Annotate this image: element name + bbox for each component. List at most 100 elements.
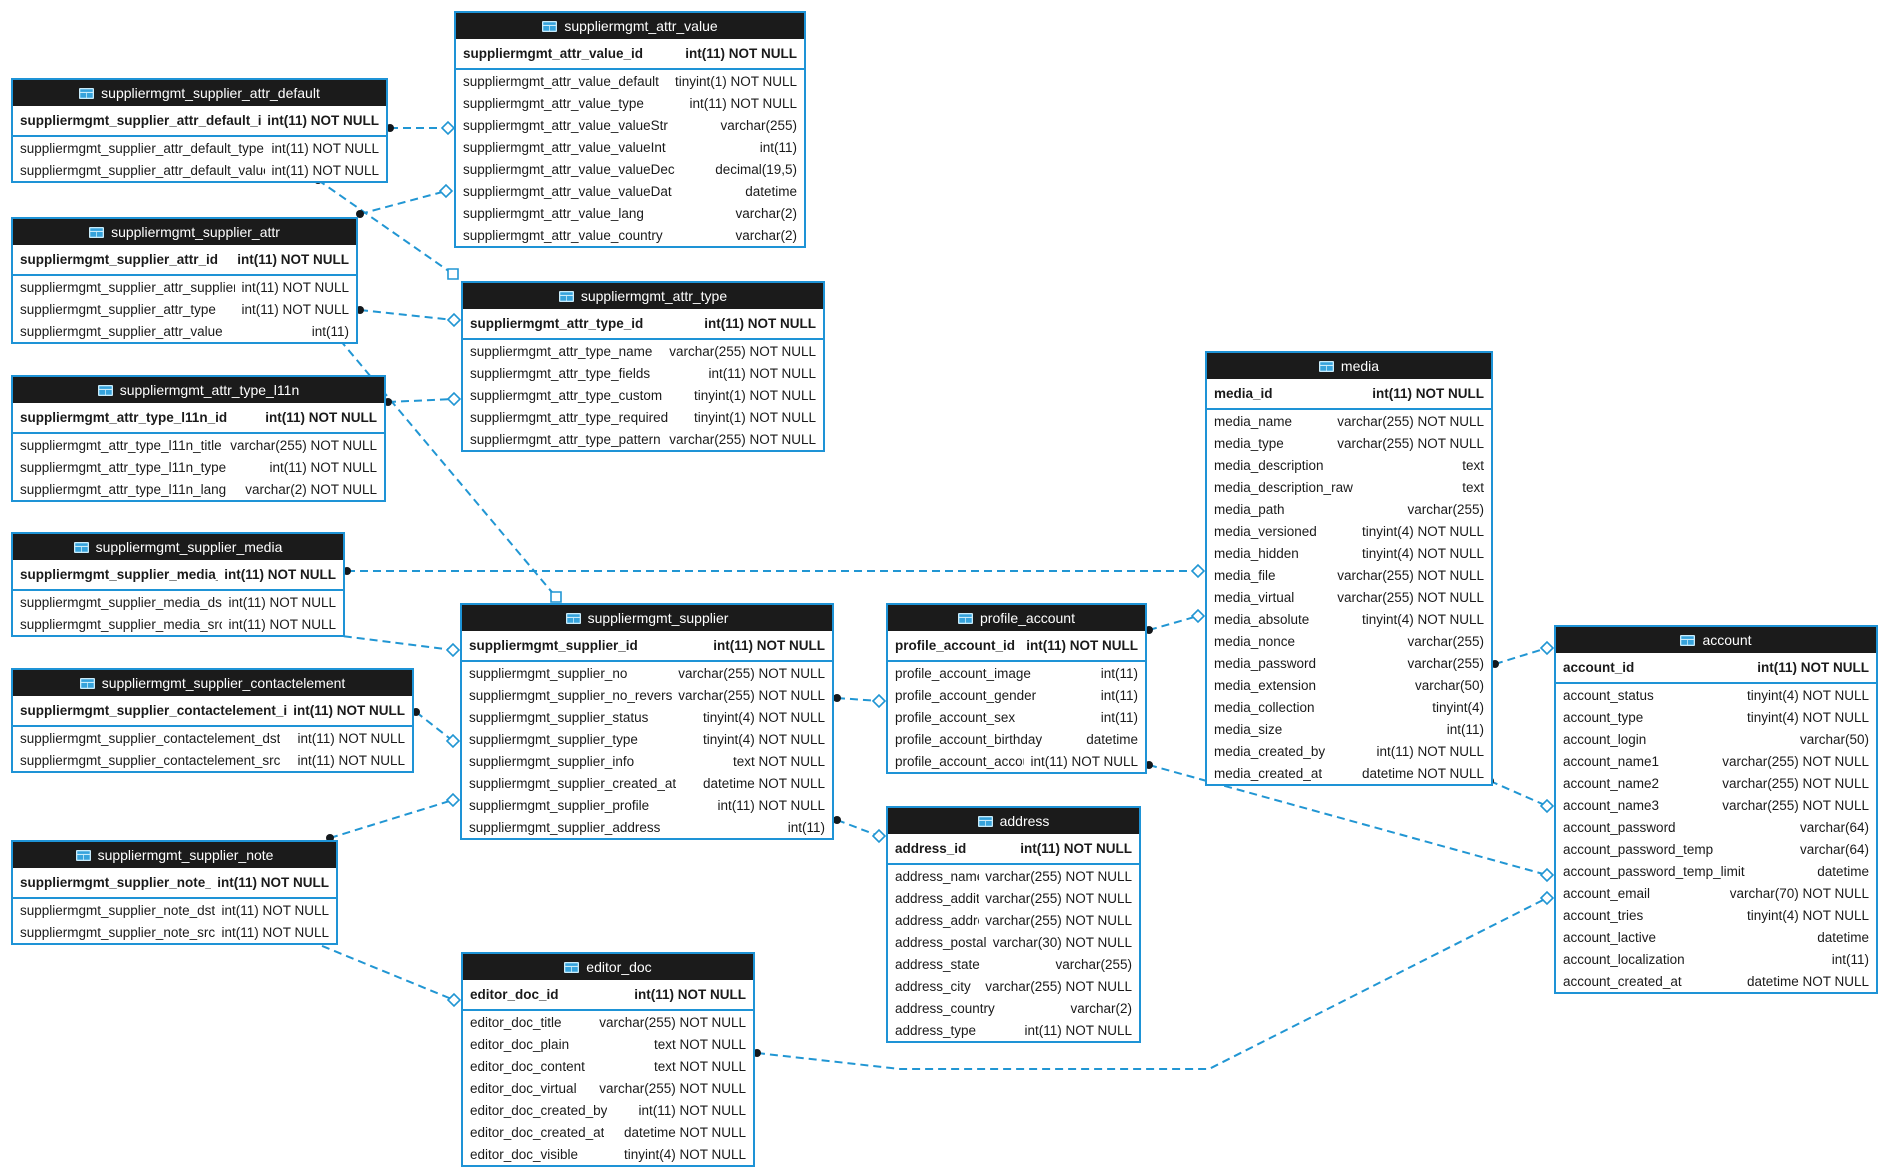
relationship-suppliermgmt_supplier_media-to-suppliermgmt_supplier[interactable] (317, 632, 454, 651)
table-header[interactable]: suppliermgmt_supplier_attr (13, 219, 356, 245)
relationship-suppliermgmt_supplier_note-to-suppliermgmt_supplier[interactable] (329, 799, 454, 839)
relationship-suppliermgmt_attr_type_l11n-to-suppliermgmt_attr_type[interactable] (387, 398, 455, 403)
table-header[interactable]: suppliermgmt_supplier (462, 605, 832, 631)
relationship-editor_doc-to-account[interactable] (756, 897, 1548, 1070)
table-header[interactable]: suppliermgmt_supplier_contactelement (13, 670, 412, 696)
relationship-media-to-account[interactable] (1494, 647, 1548, 665)
table-field[interactable]: suppliermgmt_supplier_contactelement_dst… (13, 727, 412, 749)
relationship-media-to-account[interactable] (1489, 780, 1548, 807)
table-field[interactable]: address_additionvarchar(255) NOT NULL (888, 887, 1139, 909)
table-header[interactable]: account (1556, 627, 1876, 653)
table-header[interactable]: suppliermgmt_attr_value (456, 13, 804, 39)
relationship-suppliermgmt_supplier-to-address[interactable] (836, 819, 880, 837)
table-field[interactable]: suppliermgmt_supplier_contactelement_src… (13, 749, 412, 771)
table-header[interactable]: media (1207, 353, 1491, 379)
table-header[interactable]: address (888, 808, 1139, 834)
relationship-suppliermgmt_supplier_contactelement-to-suppliermgmt_supplier[interactable] (415, 711, 454, 742)
relationship-suppliermgmt_supplier-to-profile_account[interactable] (836, 697, 880, 702)
relationship-suppliermgmt_supplier_note-to-editor_doc[interactable] (309, 940, 455, 1001)
table-field[interactable]: suppliermgmt_supplier_attr_default_value… (13, 159, 386, 181)
table-header[interactable]: suppliermgmt_attr_type (463, 283, 823, 309)
relationship-suppliermgmt_supplier_attr-to-suppliermgmt_attr_value[interactable] (359, 190, 447, 215)
relationship-suppliermgmt_supplier_attr-to-suppliermgmt_attr_type[interactable] (359, 309, 455, 321)
table-header[interactable]: suppliermgmt_supplier_media (13, 534, 343, 560)
